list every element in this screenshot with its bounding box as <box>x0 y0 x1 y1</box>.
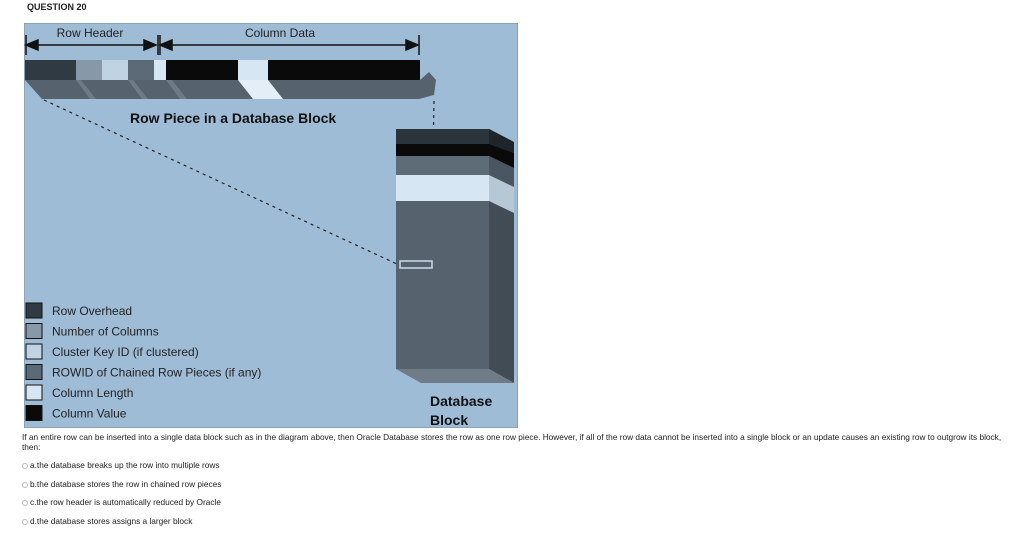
row-piece-strip <box>25 60 420 80</box>
legend-swatch <box>25 364 43 380</box>
database-block-label-line1: Database <box>430 393 492 409</box>
option-text: the database breaks up the row into mult… <box>36 460 220 470</box>
legend-swatch <box>25 323 43 339</box>
question-text: If an entire row can be inserted into a … <box>22 432 1002 452</box>
legend-swatch <box>25 343 43 360</box>
row-piece-title: Row Piece in a Database Block <box>130 110 336 126</box>
row-piece-bottom-face <box>25 72 436 99</box>
strip-column-value-1 <box>166 60 238 80</box>
option-text: the database stores the row in chained r… <box>36 479 222 489</box>
radio-button[interactable] <box>22 463 28 469</box>
row-header-arrow <box>24 35 159 55</box>
radio-button[interactable] <box>22 500 28 506</box>
strip-column-length-2 <box>238 60 268 80</box>
option-text: the row header is automatically reduced … <box>36 497 221 507</box>
answer-option[interactable]: a.the database breaks up the row into mu… <box>22 460 220 470</box>
legend-label: Number of Columns <box>52 325 159 339</box>
column-data-label: Column Data <box>245 26 315 40</box>
answer-option[interactable]: d.the database stores assigns a larger b… <box>22 516 192 526</box>
strip-rowid-chained <box>128 60 154 80</box>
answer-option[interactable]: b.the database stores the row in chained… <box>22 479 221 489</box>
database-block <box>396 129 514 383</box>
legend-swatch <box>25 302 43 319</box>
radio-button[interactable] <box>22 519 28 525</box>
legend-label: Column Length <box>52 386 133 400</box>
column-data-arrow <box>158 35 420 55</box>
strip-column-value-2 <box>268 60 420 80</box>
legend-label: ROWID of Chained Row Pieces (if any) <box>52 366 261 380</box>
legend-swatch <box>25 405 43 421</box>
block-bottom <box>396 369 514 383</box>
option-text: the database stores assigns a larger blo… <box>36 516 193 526</box>
legend-label: Row Overhead <box>52 304 132 318</box>
question-number: QUESTION 20 <box>27 2 87 12</box>
legend-label: Cluster Key ID (if clustered) <box>52 345 199 359</box>
database-block-label-line2: Block <box>430 412 468 428</box>
strip-cluster-key-id <box>102 60 128 80</box>
strip-number-of-columns <box>76 60 102 80</box>
legend-swatch <box>25 384 43 401</box>
guide-line-left <box>43 99 400 266</box>
strip-row-overhead <box>25 60 76 80</box>
option-letter: d. <box>30 516 37 526</box>
strip-column-length-1 <box>154 60 166 80</box>
option-letter: b. <box>30 479 37 489</box>
answer-option[interactable]: c.the row header is automatically reduce… <box>22 497 221 507</box>
option-letter: a. <box>30 460 37 470</box>
option-letter: c. <box>30 497 37 507</box>
row-header-label: Row Header <box>57 26 124 40</box>
legend-label: Column Value <box>52 407 127 421</box>
row-piece-diagram: Row Header Column Data Row Piece in a Da… <box>24 23 518 428</box>
radio-button[interactable] <box>22 482 28 488</box>
